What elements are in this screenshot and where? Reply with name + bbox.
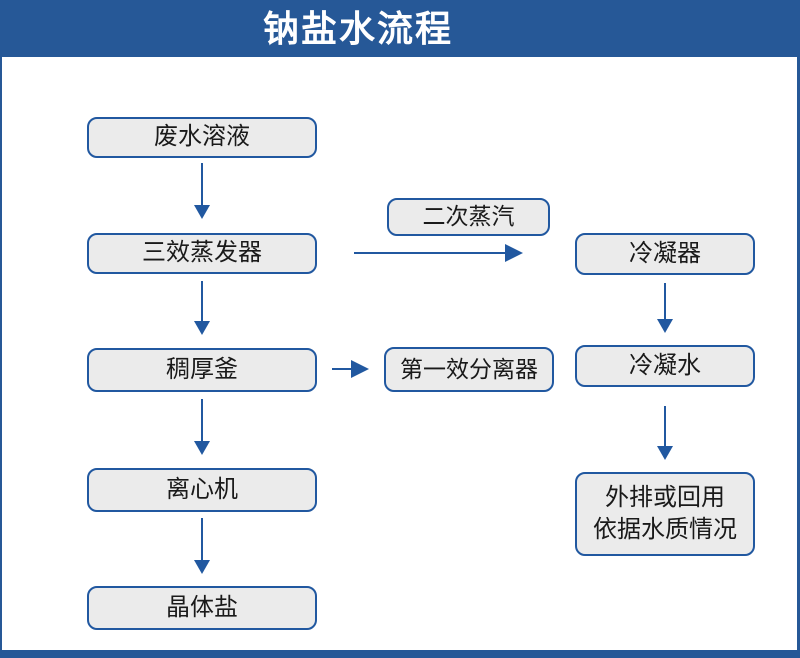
arrow-waste-to-evaporator [194,163,210,219]
node-label: 晶体盐 [166,593,238,621]
node-crystal-salt: 晶体盐 [87,586,317,630]
node-condenser: 冷凝器 [575,233,755,275]
node-label: 冷凝水 [629,351,701,379]
node-first-effect-separator: 第一效分离器 [384,347,554,392]
node-label-line1: 外排或回用 [605,483,725,511]
node-label: 冷凝器 [629,239,701,267]
node-centrifuge: 离心机 [87,468,317,512]
node-waste-solution: 废水溶液 [87,117,317,158]
node-label-line2: 依据水质情况 [593,516,737,543]
node-label: 三效蒸发器 [142,239,262,267]
arrow-kettle-to-separator [332,360,369,378]
page-title: 钠盐水流程 [262,8,453,49]
node-condensate-water: 冷凝水 [575,345,755,387]
arrow-kettle-to-centrifuge [194,399,210,455]
node-label: 二次蒸汽 [422,203,515,230]
node-discharge-or-reuse: 外排或回用 依据水质情况 [575,472,755,556]
title-bar: 钠盐水流程 [2,0,797,57]
node-label: 废水溶液 [154,123,250,151]
node-thickening-kettle: 稠厚釜 [87,348,317,392]
arrow-evaporator-to-kettle [194,281,210,335]
node-label: 第一效分离器 [400,355,538,382]
arrow-condenser-to-condensate [657,283,673,333]
arrow-centrifuge-to-salt [194,518,210,574]
node-secondary-steam: 二次蒸汽 [387,198,550,236]
node-label: 稠厚釜 [166,355,238,383]
arrow-condensate-to-discharge [657,406,673,460]
node-label: 离心机 [166,475,238,503]
arrow-evaporator-to-condenser [354,244,523,262]
node-triple-effect-evaporator: 三效蒸发器 [87,233,317,274]
